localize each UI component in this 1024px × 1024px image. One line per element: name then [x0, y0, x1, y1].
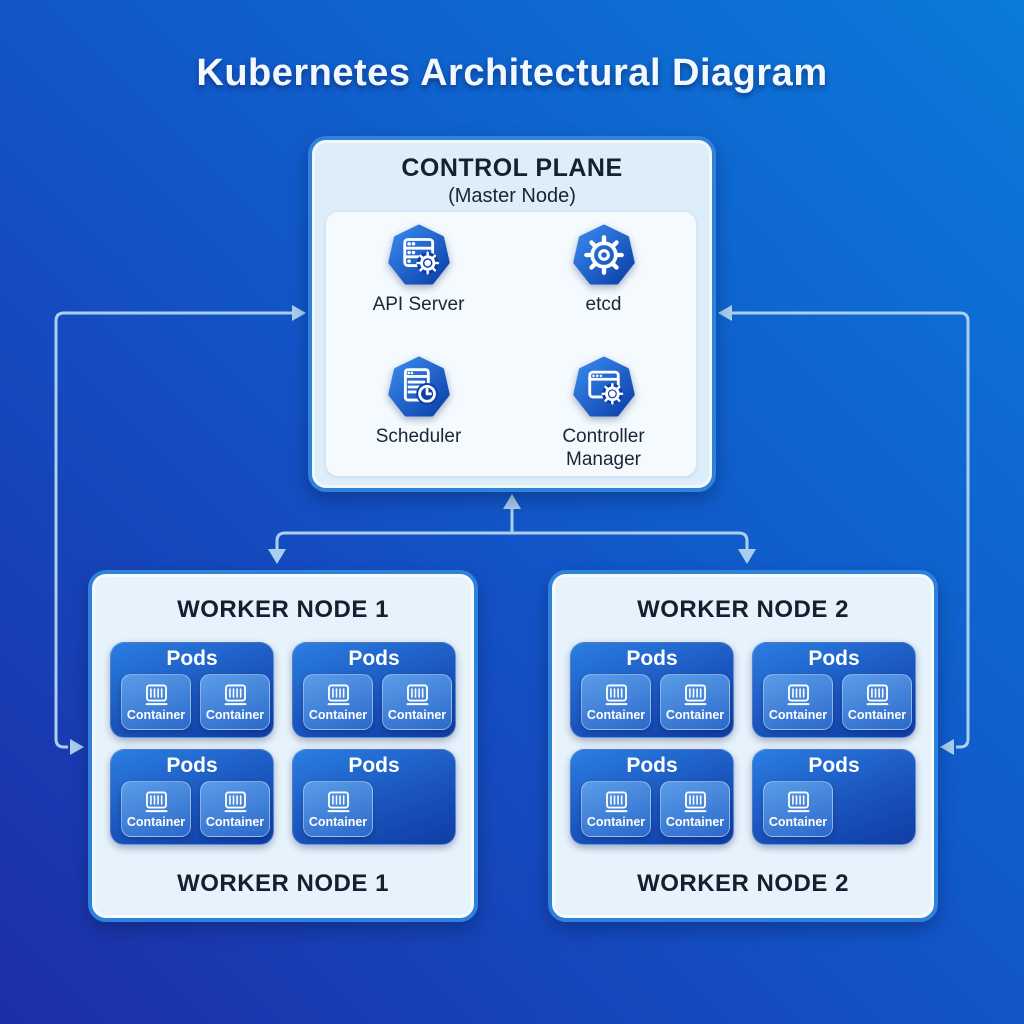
arrowhead-down-to-worker-2 — [738, 549, 756, 564]
right-loop-line — [730, 311, 970, 749]
container-label: Container — [847, 708, 907, 722]
arrowhead-left-into-worker-2 — [940, 739, 954, 755]
pod-title: Pods — [348, 647, 400, 670]
container-tile: Container — [763, 674, 833, 730]
worker-node-2-box: WORKER NODE 2 Pods Container Container P… — [548, 570, 938, 922]
container-label: Container — [126, 708, 186, 722]
container-label: Container — [665, 815, 725, 829]
container-label: Container — [586, 708, 646, 722]
pod: Pods Container Container — [292, 642, 456, 738]
container-tile: Container — [842, 674, 912, 730]
container-icon — [787, 791, 809, 813]
container-label: Container — [768, 708, 828, 722]
worker-node-2-title: WORKER NODE 2 — [637, 596, 849, 623]
pod: Pods Container Container — [570, 642, 734, 738]
pod-title: Pods — [626, 647, 678, 670]
container-label: Container — [387, 708, 447, 722]
container-label: Container — [768, 815, 828, 829]
scheduler-icon — [387, 356, 450, 417]
pod-title: Pods — [348, 754, 400, 777]
pod: Pods Container Container — [752, 642, 916, 738]
arrowhead-left-into-control-plane — [718, 305, 732, 321]
container-label: Container — [205, 815, 265, 829]
pod: Pods Container Container — [110, 642, 274, 738]
container-tile: Container — [581, 674, 651, 730]
pod: Pods Container Container — [570, 749, 734, 845]
pod: Pods Container — [292, 749, 456, 845]
container-icon — [406, 684, 428, 706]
control-plane-title: CONTROL PLANE — [401, 154, 623, 182]
arrowhead-right-into-control-plane — [292, 305, 306, 321]
container-tile: Container — [581, 781, 651, 837]
left-loop-line — [54, 311, 294, 749]
container-tile: Container — [200, 781, 270, 837]
container-icon — [224, 684, 246, 706]
worker-node-1-title: WORKER NODE 1 — [177, 596, 389, 623]
etcd-icon — [572, 224, 635, 285]
control-plane-box: CONTROL PLANE (Master Node) — [308, 136, 716, 492]
worker-node-1-pods-grid: Pods Container Container Pods — [110, 642, 456, 845]
container-label: Container — [126, 815, 186, 829]
component-label: etcd — [585, 294, 622, 315]
component-label: API Server — [372, 294, 465, 315]
pod: Pods Container — [752, 749, 916, 845]
branch-line — [275, 531, 749, 553]
component-label: Controller Manager — [562, 426, 645, 471]
container-icon — [145, 791, 167, 813]
container-icon — [684, 684, 706, 706]
container-label: Container — [665, 708, 725, 722]
pod: Pods Container Container — [110, 749, 274, 845]
worker-node-1-box: WORKER NODE 1 Pods Container Container P… — [88, 570, 478, 922]
control-plane-panel: API Server etcd — [326, 212, 696, 476]
container-tile: Container — [121, 781, 191, 837]
pod-title: Pods — [166, 754, 218, 777]
container-tile: Container — [660, 781, 730, 837]
worker-node-2-pods-grid: Pods Container Container Pods — [570, 642, 916, 845]
worker-node-1-footer: WORKER NODE 1 — [177, 870, 389, 897]
arrowhead-down-to-worker-1 — [268, 549, 286, 564]
container-label: Container — [205, 708, 265, 722]
component-label: Scheduler — [375, 426, 462, 447]
container-tile: Container — [121, 674, 191, 730]
container-tile: Container — [303, 674, 373, 730]
container-icon — [684, 791, 706, 813]
pod-title: Pods — [626, 754, 678, 777]
container-label: Container — [308, 815, 368, 829]
component-scheduler: Scheduler — [326, 344, 511, 476]
container-icon — [327, 791, 349, 813]
container-icon — [327, 684, 349, 706]
container-icon — [787, 684, 809, 706]
container-icon — [224, 791, 246, 813]
pod-title: Pods — [166, 647, 218, 670]
worker-node-2-footer: WORKER NODE 2 — [637, 870, 849, 897]
container-tile: Container — [660, 674, 730, 730]
container-icon — [605, 684, 627, 706]
component-api-server: API Server — [326, 212, 511, 344]
api-server-icon — [387, 224, 450, 285]
container-icon — [605, 791, 627, 813]
component-etcd: etcd — [511, 212, 696, 344]
container-icon — [866, 684, 888, 706]
page-title: Kubernetes Architectural Diagram — [196, 52, 828, 94]
container-tile: Container — [382, 674, 452, 730]
container-label: Container — [586, 815, 646, 829]
container-tile: Container — [200, 674, 270, 730]
controller-manager-icon — [572, 356, 635, 417]
container-icon — [145, 684, 167, 706]
arrowhead-right-into-worker-1 — [70, 739, 84, 755]
pod-title: Pods — [808, 647, 860, 670]
arrowhead-up-to-control-plane — [503, 494, 521, 509]
container-tile: Container — [303, 781, 373, 837]
pod-title: Pods — [808, 754, 860, 777]
container-tile: Container — [763, 781, 833, 837]
container-label: Container — [308, 708, 368, 722]
control-plane-subtitle: (Master Node) — [448, 185, 576, 207]
component-controller-manager: Controller Manager — [511, 344, 696, 476]
